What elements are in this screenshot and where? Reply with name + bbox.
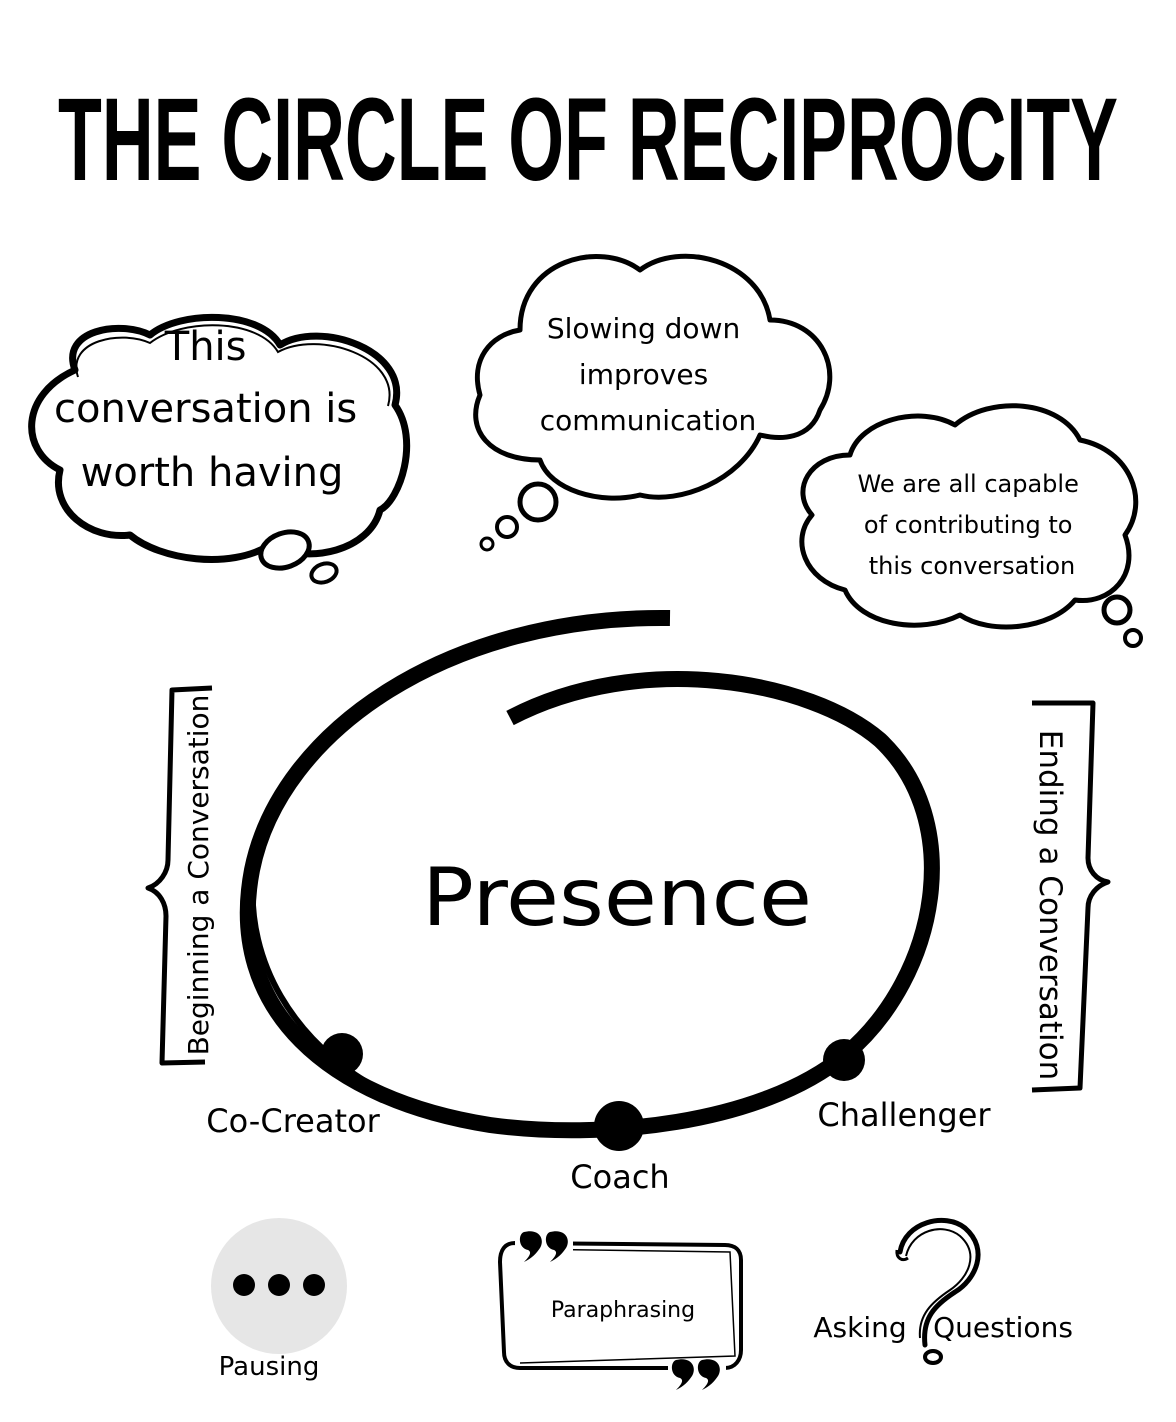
thought-cloud-left: This conversation is worth having — [28, 313, 411, 585]
page-title: THE CIRCLE OF RECIPROCITY — [58, 74, 1118, 206]
thought-bubble-small — [517, 481, 559, 523]
center-label: Presence — [422, 851, 812, 944]
thought-middle-line-1: Slowing down — [547, 312, 740, 345]
bracket-ending — [1031, 700, 1111, 1093]
skill-questions-label: Questions — [933, 1311, 1073, 1344]
thought-right-line-2: of contributing to — [864, 511, 1073, 539]
bracket-beginning — [145, 685, 213, 1066]
challenger-marker — [823, 1039, 865, 1081]
co-creator-marker — [321, 1033, 363, 1075]
thought-left-line-1: This — [164, 324, 247, 370]
thought-right-line-1: We are all capable — [858, 470, 1079, 498]
thought-left-line-3: worth having — [81, 450, 344, 496]
thought-cloud-middle: Slowing down improves communication — [473, 253, 833, 552]
thought-right-line-3: this conversation — [869, 552, 1076, 580]
coach-marker — [594, 1101, 644, 1151]
role-co-creator: Co-Creator — [206, 1102, 380, 1140]
ellipsis-icon — [233, 1274, 325, 1296]
reciprocity-circle — [239, 609, 940, 1151]
thought-cloud-right: We are all capable of contributing to th… — [799, 403, 1143, 648]
side-label-ending: Ending a Conversation — [1032, 730, 1068, 1081]
thought-bubble-tiny — [1123, 628, 1143, 648]
thought-bubble-small — [1101, 594, 1133, 626]
asking-questions-skill: Asking Questions — [813, 1217, 1073, 1365]
thought-bubble-small — [258, 529, 312, 571]
skill-pausing-label: Pausing — [219, 1352, 320, 1382]
thought-bubble-tiny — [309, 561, 339, 585]
skill-paraphrasing-label: Paraphrasing — [551, 1298, 695, 1323]
skill-asking-label: Asking — [813, 1311, 906, 1344]
thought-bubble-medium — [495, 515, 519, 539]
svg-text:Slowing down improves: Slowing down improves communication — [540, 312, 757, 437]
side-label-beginning: Beginning a Conversation — [182, 695, 215, 1056]
role-coach: Coach — [570, 1158, 669, 1196]
quote-open-icon — [515, 1228, 573, 1262]
thought-left-line-2: conversation is — [54, 386, 357, 432]
quote-close-icon — [668, 1359, 726, 1390]
pausing-skill: Pausing — [211, 1218, 347, 1382]
thought-middle-line-3: communication — [540, 404, 757, 437]
svg-text:This conversation is: This conversation is worth having — [54, 324, 370, 496]
question-mark-icon — [895, 1217, 981, 1365]
paraphrasing-skill: Paraphrasing — [498, 1228, 743, 1390]
thought-middle-line-2: improves — [579, 358, 708, 391]
role-challenger: Challenger — [817, 1096, 991, 1134]
svg-text:We are all capable of co: We are all capable of contributing to th… — [858, 470, 1087, 580]
thought-bubble-tiny — [479, 536, 495, 552]
